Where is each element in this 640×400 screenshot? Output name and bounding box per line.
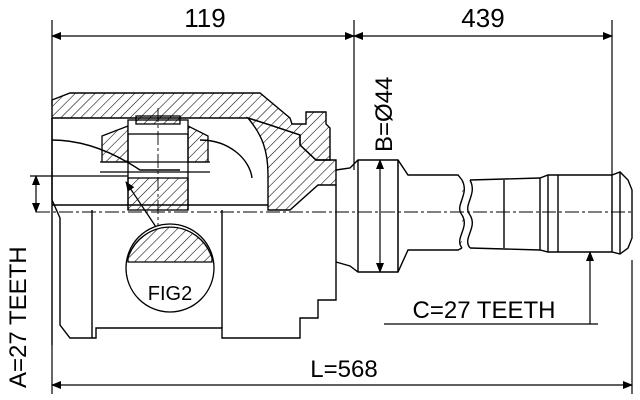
dim-l-label: L=568 [310, 356, 377, 383]
inner-race [100, 115, 210, 211]
dim-c-lines [384, 251, 598, 325]
dim-a-label: A=27 TEETH [5, 246, 32, 388]
centerlines [36, 108, 632, 228]
dim-top-left-label: 119 [184, 3, 225, 33]
dim-a-lines [30, 175, 128, 213]
dim-l-lines [51, 260, 633, 394]
dim-b-label: B=Ø44 [371, 77, 398, 152]
top-dimension-lines [51, 20, 613, 175]
fig2-label: FIG2 [148, 283, 192, 305]
dim-b-lines [376, 159, 399, 273]
fig2-callout [125, 181, 215, 313]
dim-top-right-label: 439 [461, 3, 504, 33]
outer-housing [51, 92, 337, 345]
dim-c-label: C=27 TEETH [413, 297, 556, 324]
